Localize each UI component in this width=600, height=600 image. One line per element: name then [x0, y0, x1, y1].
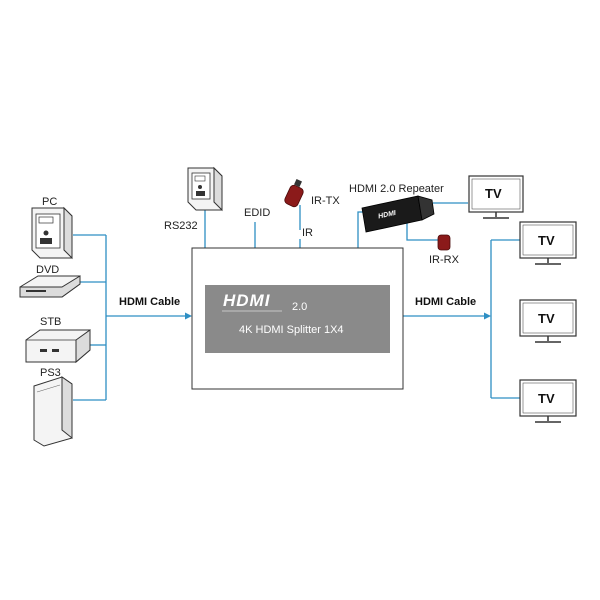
hdmi-repeater-device: HDMI — [361, 195, 435, 233]
hdmi-splitter-box: HDMI 2.0 4K HDMI Splitter 1X4 — [191, 247, 404, 390]
rs232-label: RS232 — [164, 220, 198, 232]
ps3-device — [33, 376, 73, 447]
splitter-version: 2.0 — [292, 301, 307, 313]
tv-display-output-2: TV — [519, 299, 577, 343]
edid-label: EDID — [244, 207, 270, 219]
tv-display-output-3: TV — [519, 379, 577, 423]
dvd-label: DVD — [36, 264, 59, 276]
rs232-control-pc-device — [187, 166, 223, 212]
stb-label: STB — [40, 316, 61, 328]
repeater-logo: HDMI — [378, 210, 398, 221]
tv-label: TV — [538, 391, 555, 406]
tv-label: TV — [538, 311, 555, 326]
tv-label: TV — [485, 186, 502, 201]
ir-tx-label: IR-TX — [311, 195, 340, 207]
cable-lines — [73, 202, 520, 401]
splitter-label-panel — [205, 285, 390, 353]
input-cable-label: HDMI Cable — [119, 296, 180, 308]
ir-tx-device — [284, 179, 304, 208]
ps3-label: PS3 — [40, 367, 61, 379]
pc-label: PC — [42, 196, 57, 208]
tv-label: TV — [538, 233, 555, 248]
splitter-name: 4K HDMI Splitter 1X4 — [239, 324, 344, 336]
output-cable-label: HDMI Cable — [415, 296, 476, 308]
repeater-label: HDMI 2.0 Repeater — [349, 183, 444, 195]
ir-rx-device — [437, 234, 451, 251]
stb-device — [25, 329, 91, 364]
splitter-hdmi-logo: HDMI — [223, 291, 271, 310]
ir-label: IR — [302, 227, 313, 239]
tv-display-output-1: TV — [519, 221, 577, 265]
ir-rx-label: IR-RX — [429, 254, 460, 266]
dvd-device — [19, 275, 81, 298]
tv-display-repeater: TV — [468, 175, 524, 219]
pc-device — [31, 206, 73, 260]
